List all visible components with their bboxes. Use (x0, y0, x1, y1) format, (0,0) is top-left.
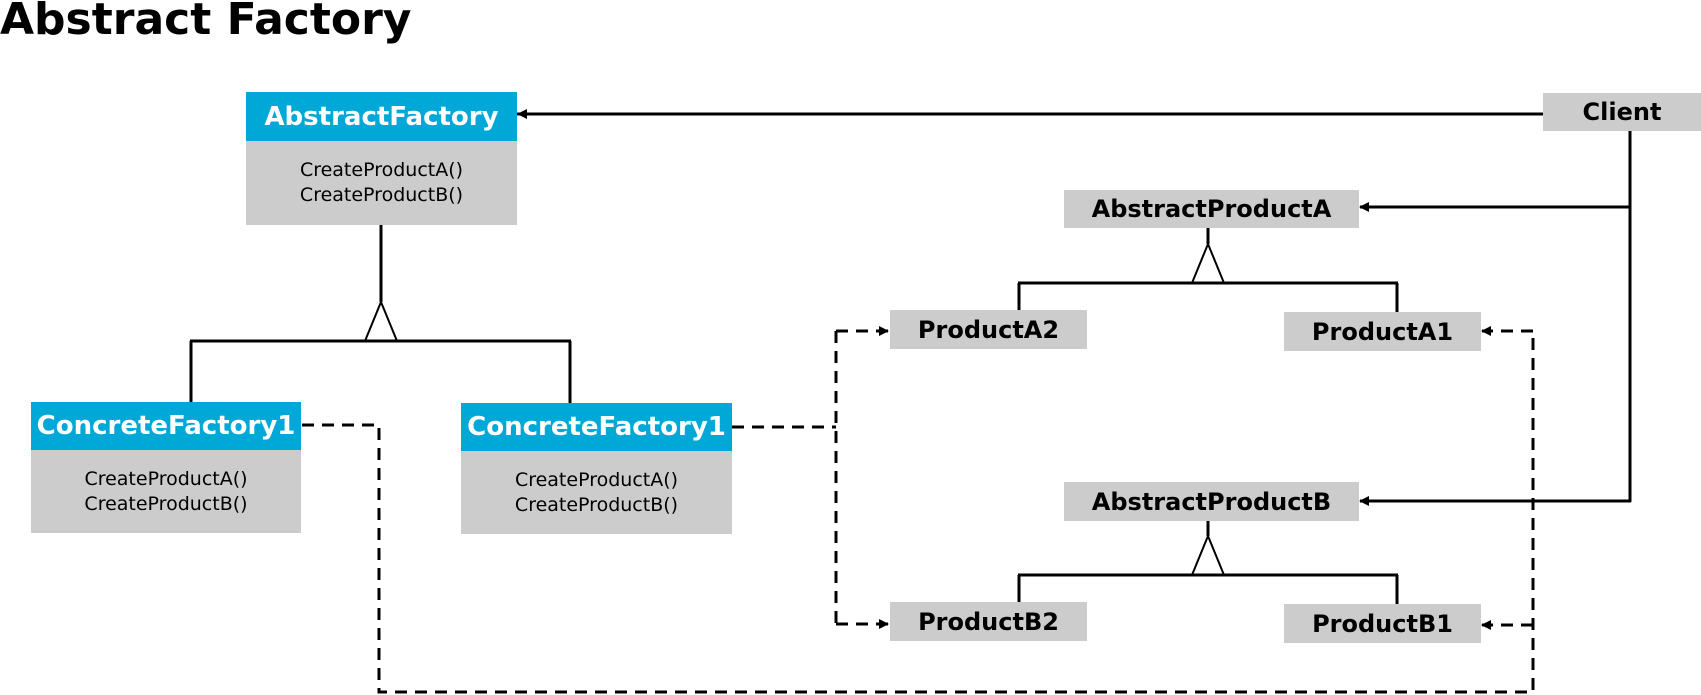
concrete-factory-right-name: ConcreteFactory1 (461, 403, 732, 451)
method-label: CreateProductB() (514, 494, 679, 516)
product-a1-class[interactable]: ProductA1 (1284, 312, 1481, 351)
abstract-factory-class[interactable]: AbstractFactory CreateProductA() CreateP… (246, 92, 517, 225)
abstract-product-a-class[interactable]: AbstractProductA (1064, 190, 1359, 228)
inheritance-triangle-product-b (1190, 533, 1226, 576)
abstract-factory-name: AbstractFactory (246, 92, 517, 141)
abstract-product-b-class[interactable]: AbstractProductB (1064, 482, 1359, 521)
method-label: CreateProductA() (84, 468, 248, 490)
product-b2-class[interactable]: ProductB2 (890, 602, 1087, 641)
page-title: Abstract Factory (0, 0, 412, 45)
edge-concrete-left-dashed-path (302, 331, 1535, 694)
inheritance-triangle-factory (363, 299, 399, 342)
concrete-factory-right-class[interactable]: ConcreteFactory1 CreateProductA() Create… (461, 403, 732, 534)
concrete-factory-right-methods: CreateProductA() CreateProductB() (461, 468, 732, 518)
inheritance-triangle-product-a (1190, 241, 1226, 284)
concrete-factory-left-class[interactable]: ConcreteFactory1 CreateProductA() Create… (31, 402, 301, 533)
method-label: CreateProductA() (514, 469, 679, 491)
concrete-factory-left-methods: CreateProductA() CreateProductB() (31, 467, 301, 517)
product-b1-class[interactable]: ProductB1 (1284, 604, 1481, 643)
method-label: CreateProductA() (299, 159, 464, 181)
method-label: CreateProductB() (299, 184, 464, 206)
client-class[interactable]: Client (1543, 93, 1701, 131)
abstract-factory-methods: CreateProductA() CreateProductB() (246, 158, 517, 208)
product-a2-class[interactable]: ProductA2 (890, 310, 1087, 349)
method-label: CreateProductB() (84, 493, 248, 515)
concrete-factory-left-name: ConcreteFactory1 (31, 402, 301, 450)
